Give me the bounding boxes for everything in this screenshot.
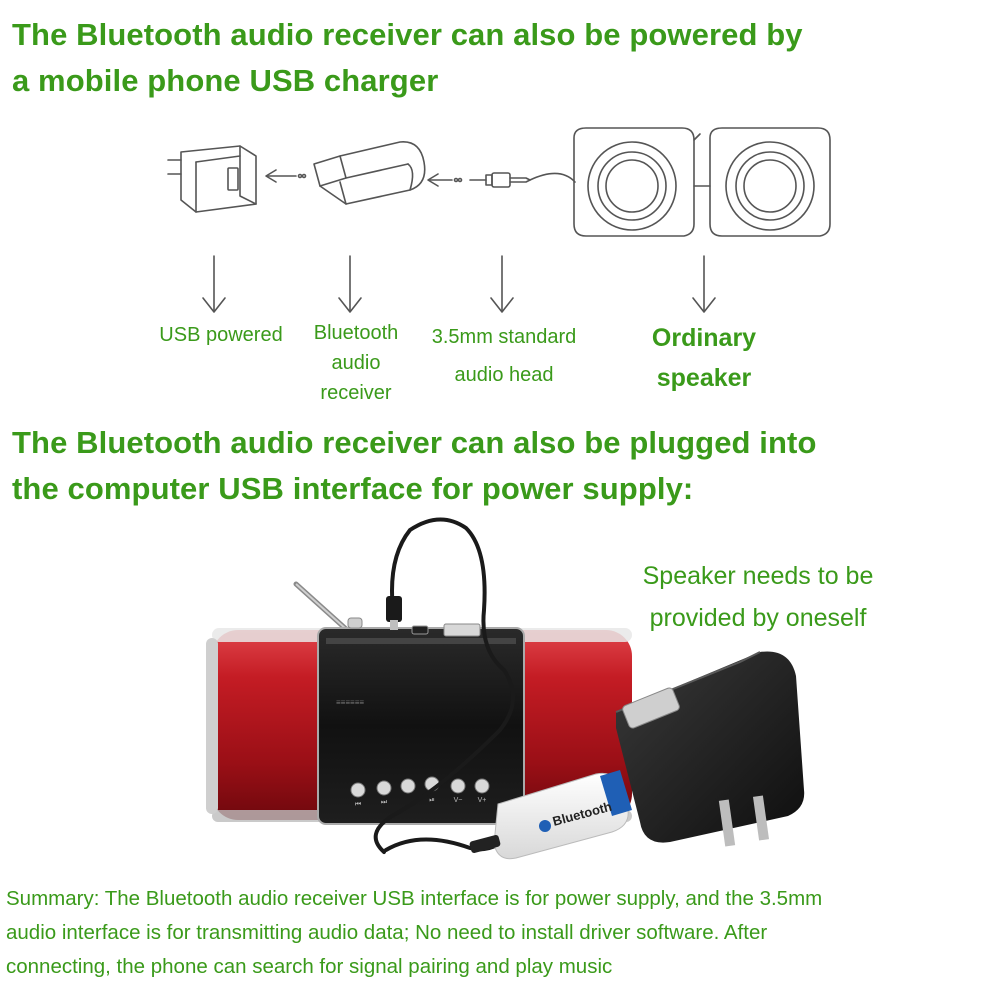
summary-line2: audio interface is for transmitting audi… [6,921,768,944]
btn-label-play: ⏯ [429,797,435,804]
down-arrow-icon [202,255,716,313]
btn-label-next: ⏭ [381,799,388,806]
label-bluetooth-receiver-line3: receiver [320,382,392,404]
mode-button [400,778,416,794]
speaker-note: Speaker needs to be provided by oneself [610,555,906,639]
label-ordinary-speaker-line2: speaker [656,364,752,392]
usb-charger-icon [167,145,257,213]
usb-ac-adapter [615,651,805,847]
btn-label-volup: V+ [478,797,487,804]
heading-computer-usb-line2: the computer USB interface for power sup… [12,471,694,506]
label-audio-jack-line2: audio head [454,364,554,386]
speaker-pair-icon [573,127,831,237]
label-bluetooth-receiver-line2: audio [331,352,381,374]
heading-charger: The Bluetooth audio receiver can also be… [12,12,803,104]
btn-label-prev: ⏮ [355,801,361,808]
audio-plug [386,596,402,630]
summary-line3: connecting, the phone can search for sig… [6,955,613,978]
heading-computer-usb-line1: The Bluetooth audio receiver can also be… [12,425,817,460]
label-bluetooth-receiver: Bluetooth audio receiver [298,318,414,408]
label-ordinary-speaker-line1: Ordinary [651,324,757,352]
next-button [376,780,392,796]
svg-text:≡≡≡≡≡≡: ≡≡≡≡≡≡ [336,698,364,707]
label-audio-jack-line1: 3.5mm standard [431,326,577,348]
heading-charger-line2: a mobile phone USB charger [12,63,439,98]
left-arrow-icon-2 [427,173,463,187]
vol-down-button [450,778,466,794]
label-audio-jack: 3.5mm standard audio head [414,318,594,394]
product-photo: ≡≡≡≡≡≡ ⏮ ⏭ ⏯ V− V+ [206,517,805,860]
red-speaker: ≡≡≡≡≡≡ [206,617,632,825]
summary-text: Summary: The Bluetooth audio receiver US… [6,882,991,984]
label-usb-powered: USB powered [159,324,283,346]
label-ordinary-speaker: Ordinary speaker [630,318,778,398]
summary-line1: Summary: The Bluetooth audio receiver US… [6,887,823,910]
vol-up-button [474,778,490,794]
label-bluetooth-receiver-line1: Bluetooth [313,322,399,344]
bluetooth-dongle-icon [313,141,426,205]
audio-jack-icon [469,172,576,188]
speaker-note-line2: provided by oneself [649,604,867,632]
bluetooth-dongle-photo: Bluetooth [469,770,632,860]
btn-label-voldown: V− [454,797,463,804]
connection-diagram [167,127,831,313]
left-arrow-icon [265,169,307,183]
bluetooth-logo-icon [539,820,551,832]
prev-button [350,782,366,798]
speaker-note-line1: Speaker needs to be [642,562,874,590]
heading-charger-line1: The Bluetooth audio receiver can also be… [12,17,803,52]
heading-computer-usb: The Bluetooth audio receiver can also be… [12,420,817,512]
